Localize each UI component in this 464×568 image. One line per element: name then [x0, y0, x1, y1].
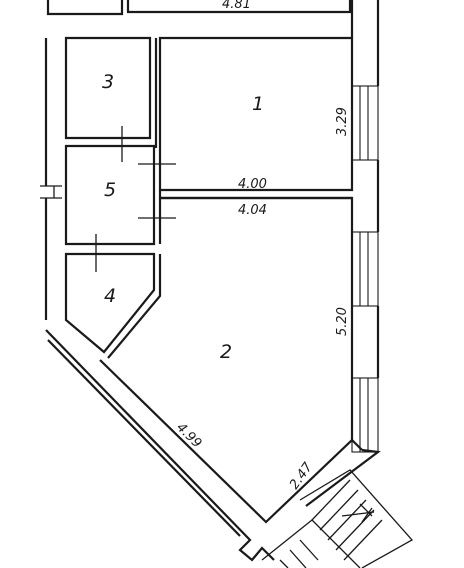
dim-top-room-width: 4.81 — [222, 0, 251, 12]
staircase — [261, 469, 414, 568]
dim-room2-short-diagonal: 2.47 — [287, 459, 316, 492]
window-1 — [351, 85, 379, 161]
room-5 — [64, 144, 162, 246]
room-3 — [64, 36, 158, 148]
dim-room1-height: 3.29 — [335, 107, 350, 136]
room-number-5: 5 — [104, 179, 116, 201]
room-number-1: 1 — [252, 93, 264, 115]
door-markers — [95, 126, 176, 272]
top-room-partial — [46, 0, 352, 16]
room-number-3: 3 — [102, 71, 114, 93]
dim-room2-height: 5.20 — [335, 307, 350, 336]
exterior-wall-right — [350, 0, 380, 378]
dim-room2-width: 4.04 — [238, 203, 267, 218]
exterior-wall-left — [40, 38, 62, 320]
room-number-2: 2 — [220, 341, 232, 363]
dim-room1-width: 4.00 — [238, 177, 267, 192]
room-number-4: 4 — [104, 285, 116, 307]
room-1 — [158, 36, 354, 192]
room-4 — [64, 252, 162, 359]
window-2 — [351, 231, 379, 307]
window-3 — [351, 377, 379, 453]
